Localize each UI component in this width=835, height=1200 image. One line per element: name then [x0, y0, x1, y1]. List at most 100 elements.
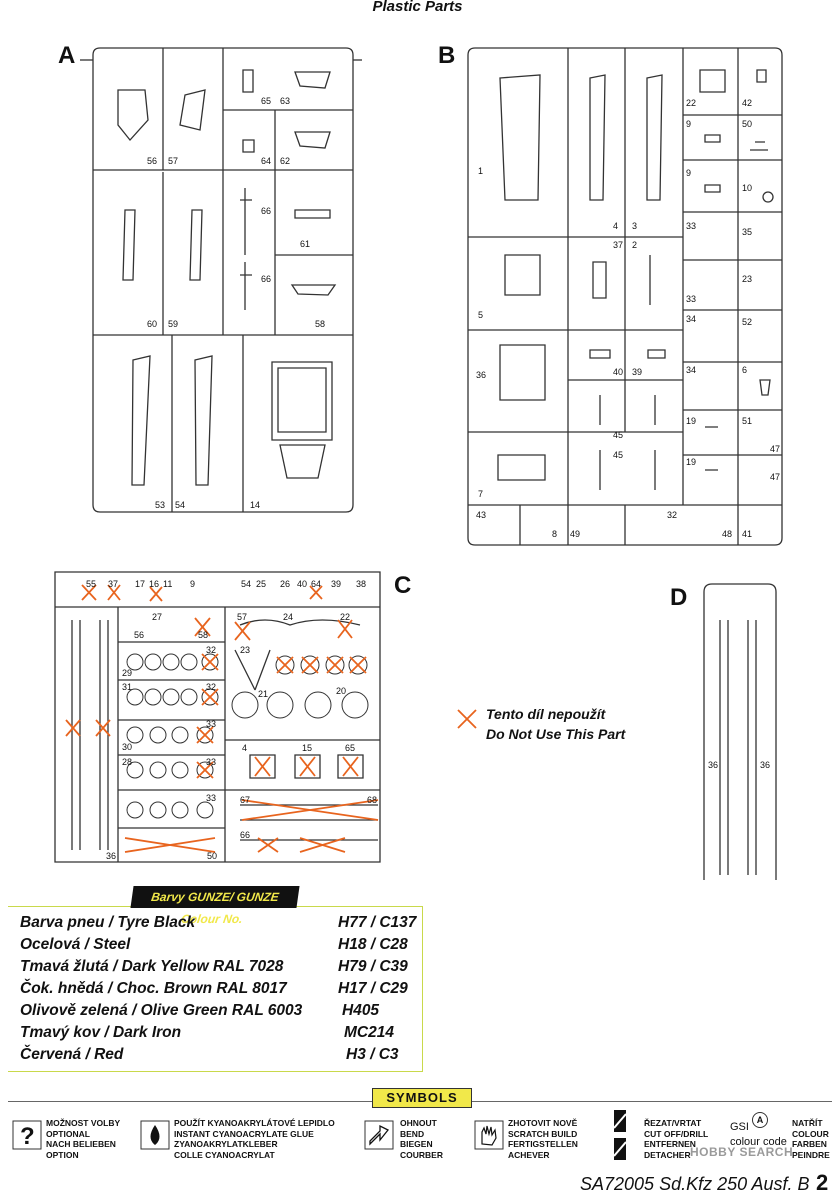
part-label: 56 [147, 156, 157, 166]
part-label: 27 [152, 612, 162, 622]
part-label: 38 [356, 579, 366, 589]
part-label: 21 [258, 689, 268, 699]
part-label: 45 [613, 430, 623, 440]
colour-table-header: Barvy GUNZE/ GUNZE Colour No. [130, 886, 300, 926]
part-label: 66 [261, 206, 271, 216]
part-label: 39 [632, 367, 642, 377]
part-label: 16 [149, 579, 159, 589]
part-label: 11 [163, 579, 172, 589]
part-label: 65 [345, 743, 355, 753]
part-label: 4 [242, 743, 247, 753]
part-label: 56 [134, 630, 144, 640]
part-label: 53 [155, 500, 165, 510]
part-label: 5 [478, 310, 483, 320]
part-label: 7 [478, 489, 483, 499]
part-label: 54 [175, 500, 185, 510]
do-not-use-marks [65, 584, 379, 853]
frame-letter-a: A [58, 42, 76, 69]
part-label: 2 [632, 240, 637, 250]
sprue-frame-d [703, 583, 777, 880]
part-label: 22 [686, 98, 696, 108]
part-label: 14 [250, 500, 260, 510]
symbols-header: SYMBOLS [372, 1088, 472, 1108]
part-label: 24 [283, 612, 293, 622]
part-label: 58 [198, 630, 208, 640]
page-number: 2 [816, 1170, 829, 1195]
part-label: 30 [122, 742, 132, 752]
part-label: 66 [261, 274, 271, 284]
part-label: 36 [476, 370, 486, 380]
frame-letter-c: C [394, 572, 412, 599]
part-label: 9 [686, 119, 691, 129]
part-label: 52 [742, 317, 752, 327]
part-label: 47 [770, 444, 780, 454]
part-label: 41 [742, 529, 752, 539]
part-label: 60 [147, 319, 157, 329]
part-label: 36 [760, 760, 770, 770]
part-label: 35 [742, 227, 752, 237]
part-label: 66 [240, 830, 250, 840]
part-label: 37 [108, 579, 118, 589]
part-label: 6 [742, 365, 747, 375]
part-label: 55 [86, 579, 96, 589]
hand-icon [474, 1120, 504, 1150]
glue-drop-icon [140, 1120, 170, 1150]
part-label: 49 [570, 529, 580, 539]
do-not-use-legend: Tento díl nepoužít Do Not Use This Part [486, 704, 625, 744]
part-label: 32 [206, 645, 216, 655]
cross-icon [457, 709, 477, 729]
part-label: 1 [478, 166, 483, 176]
part-label: 29 [122, 668, 132, 678]
part-label: 36 [106, 851, 116, 861]
legend-line-en: Do Not Use This Part [486, 726, 626, 742]
part-label: 3 [632, 221, 637, 231]
frame-letter-d: D [670, 584, 688, 611]
part-label: 50 [207, 851, 217, 861]
part-label: 19 [686, 457, 696, 467]
page-title: Plastic Parts [372, 0, 463, 15]
part-label: 64 [311, 579, 321, 589]
part-label: 43 [476, 510, 486, 520]
gsi-colour-icon: GSI A colour code [730, 1112, 787, 1147]
part-label: 63 [280, 96, 290, 106]
part-label: 33 [686, 221, 696, 231]
part-label: 19 [686, 416, 696, 426]
part-label: 34 [686, 365, 696, 375]
part-label: 9 [190, 579, 195, 589]
sprue-frame-c [54, 571, 381, 863]
part-label: 20 [336, 686, 346, 696]
part-label: 23 [240, 645, 250, 655]
part-label: 50 [742, 119, 752, 129]
part-label: 8 [552, 529, 557, 539]
part-label: 25 [256, 579, 266, 589]
sprue-frame-b [467, 47, 783, 546]
question-icon: ? [12, 1120, 42, 1150]
part-label: 23 [742, 274, 752, 284]
footer-kit-name: SA72005 Sd.Kfz 250 Ausf. B [580, 1174, 810, 1194]
part-label: 31 [122, 682, 132, 692]
part-label: 36 [708, 760, 718, 770]
part-label: 57 [237, 612, 247, 622]
part-label: 39 [331, 579, 341, 589]
part-label: 33 [206, 793, 216, 803]
part-label: 51 [742, 416, 752, 426]
svg-text:?: ? [20, 1123, 35, 1150]
part-label: 28 [122, 757, 132, 767]
part-label: 22 [340, 612, 350, 622]
part-label: 15 [302, 743, 312, 753]
part-label: 33 [206, 757, 216, 767]
cut-drill-icon [613, 1110, 627, 1160]
part-label: 65 [261, 96, 271, 106]
part-label: 48 [722, 529, 732, 539]
